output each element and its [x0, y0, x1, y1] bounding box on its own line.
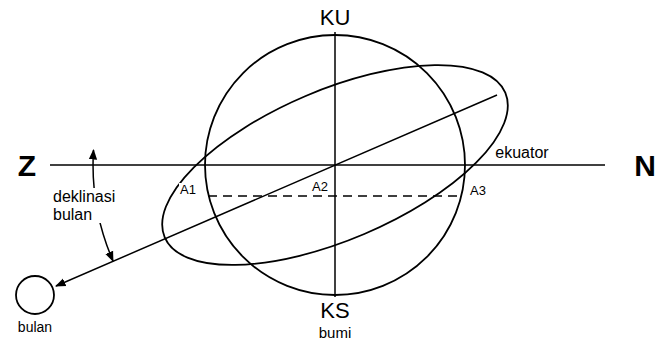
- earth-label: bumi: [318, 325, 353, 342]
- equator-line: [50, 164, 605, 166]
- equator-label: ekuator: [494, 144, 549, 162]
- pole-label: KS: [319, 299, 350, 323]
- direction-label: Z: [17, 149, 37, 182]
- moon-circle: bulan: [14, 274, 56, 316]
- point-label: A1: [179, 183, 197, 197]
- declination-label: deklinasi bulan: [52, 188, 126, 223]
- point-label: A3: [469, 184, 487, 198]
- moon-outline: [14, 274, 56, 316]
- dashed-latitude: [208, 195, 462, 197]
- moon-circle-outline: [16, 276, 54, 314]
- moon-label: bulan: [18, 320, 52, 335]
- pole-label: KU: [319, 6, 352, 30]
- point-label: A2: [311, 180, 329, 194]
- direction-label: N: [633, 149, 657, 182]
